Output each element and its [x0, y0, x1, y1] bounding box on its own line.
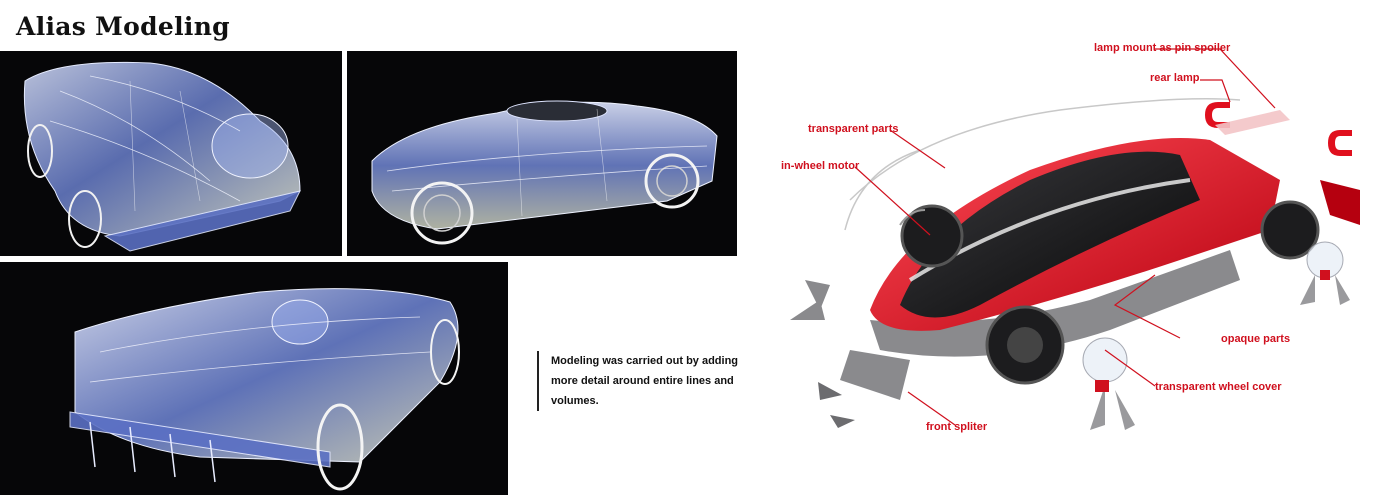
modeling-caption: Modeling was carried out by adding more …: [537, 351, 741, 411]
transparent-shell-outline: [849, 98, 1241, 201]
callout-opaque-parts: opaque parts: [1221, 333, 1291, 345]
pin-spoiler: [1215, 110, 1290, 135]
callout-transparent-parts: transparent parts: [808, 123, 899, 135]
render-front-view: [0, 51, 342, 256]
page-title: Alias Modeling: [16, 12, 230, 41]
render-rear-view: [0, 262, 508, 495]
exploded-view-illustration: [790, 48, 1360, 430]
car-wireframe-front: [23, 61, 301, 252]
rear-lamp-left: [1205, 102, 1230, 128]
car-wireframe-rear: [69, 288, 460, 491]
wheel-front-left: [900, 204, 964, 268]
wheel-cover-front: [1082, 337, 1128, 383]
render-side-view: [347, 51, 737, 256]
callout-transparent-wheel-cover: transparent wheel cover: [1155, 381, 1282, 393]
wheel-rear-right: [1260, 200, 1320, 260]
callout-front-spliter: front spliter: [926, 421, 988, 433]
callout-rear-lamp: rear lamp: [1150, 72, 1200, 84]
callout-lamp-mount: lamp mount as pin spoiler: [1094, 42, 1231, 54]
front-spliter-piece: [840, 350, 910, 400]
car-wireframe-side: [371, 100, 718, 245]
car-floor: [870, 250, 1240, 357]
callout-leaders: [854, 48, 1276, 426]
callout-in-wheel-motor: in-wheel motor: [781, 160, 860, 172]
rear-lamp-right: [1328, 130, 1352, 156]
